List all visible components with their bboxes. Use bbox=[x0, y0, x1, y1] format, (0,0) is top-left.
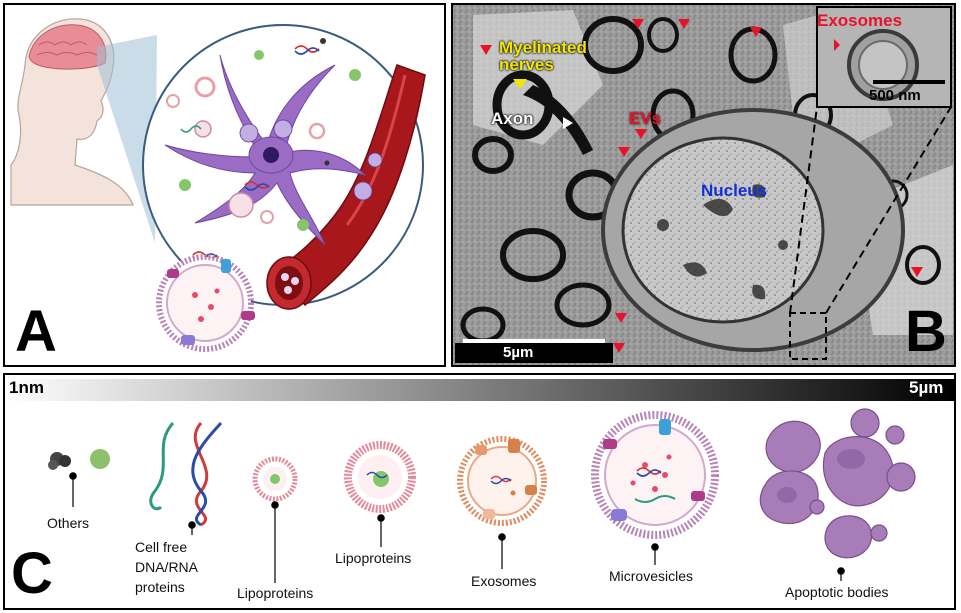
exosome-inset bbox=[816, 6, 952, 108]
lipoprotein-small-icon bbox=[252, 456, 298, 502]
label-microvesicles: Microvesicles bbox=[609, 568, 694, 584]
label-axon: Axon bbox=[491, 109, 534, 128]
em-micrograph-image bbox=[453, 5, 954, 365]
panel-a-illustration bbox=[10, 18, 426, 352]
scale-min-label: 1nm bbox=[9, 378, 44, 397]
zoom-box bbox=[789, 312, 827, 360]
apoptotic-bodies-icon bbox=[759, 408, 916, 559]
label-cell-free-dna-rna: Cell free DNA/RNA proteins bbox=[135, 539, 199, 595]
lipoprotein-large-icon bbox=[344, 441, 416, 513]
panel-c-letter: C bbox=[11, 541, 53, 606]
microvesicle-icon bbox=[156, 254, 255, 352]
label-nucleus: Nucleus bbox=[701, 181, 768, 200]
size-gradient-bar bbox=[5, 379, 954, 401]
size-scale-illustration bbox=[5, 379, 954, 583]
nucleus-icon bbox=[263, 147, 279, 163]
yellow-arrow bbox=[513, 79, 527, 89]
inset-scale-label: 500 nm bbox=[869, 87, 921, 104]
label-lipoproteins-small: Lipoproteins bbox=[237, 585, 314, 601]
label-myelinated-nerves: Myelinated nerves bbox=[499, 38, 587, 74]
zoom-cone bbox=[97, 35, 157, 243]
ev-arrow-markers bbox=[480, 19, 923, 353]
scale-bar bbox=[455, 343, 613, 363]
label-evs: EVs bbox=[629, 109, 662, 128]
blood-vessel-icon bbox=[266, 64, 426, 310]
label-apoptotic-bodies: Apoptotic bodies bbox=[785, 584, 889, 600]
scale-max-label: 5µm bbox=[909, 378, 944, 397]
panel-b-letter: B bbox=[905, 299, 947, 364]
label-exosomes-inset: Exosomes bbox=[817, 11, 903, 30]
exosome-icon bbox=[457, 436, 547, 526]
nucleus-region bbox=[621, 136, 825, 324]
white-arrow bbox=[563, 117, 573, 129]
label-lipoproteins-large: Lipoproteins bbox=[335, 550, 412, 566]
label-others: Others bbox=[47, 515, 90, 531]
panel-a-letter: A bbox=[15, 299, 57, 364]
dna-rna-icon bbox=[149, 421, 223, 527]
scale-bar-label: 5µm bbox=[503, 344, 534, 361]
connector-lines bbox=[69, 472, 845, 583]
others-particles-icon bbox=[48, 449, 110, 470]
scattered-vesicles bbox=[166, 38, 361, 231]
label-exosomes: Exosomes bbox=[471, 573, 537, 589]
intracellular-vesicles bbox=[239, 119, 383, 201]
panel-a: A bbox=[3, 3, 446, 367]
microvesicle-large-icon bbox=[591, 411, 719, 539]
panel-c: 1nm 5µm Others Cell free DNA/RNA protein… bbox=[3, 373, 956, 610]
panel-b: Myelinated nerves Axon EVs Nucleus Exoso… bbox=[451, 3, 956, 367]
